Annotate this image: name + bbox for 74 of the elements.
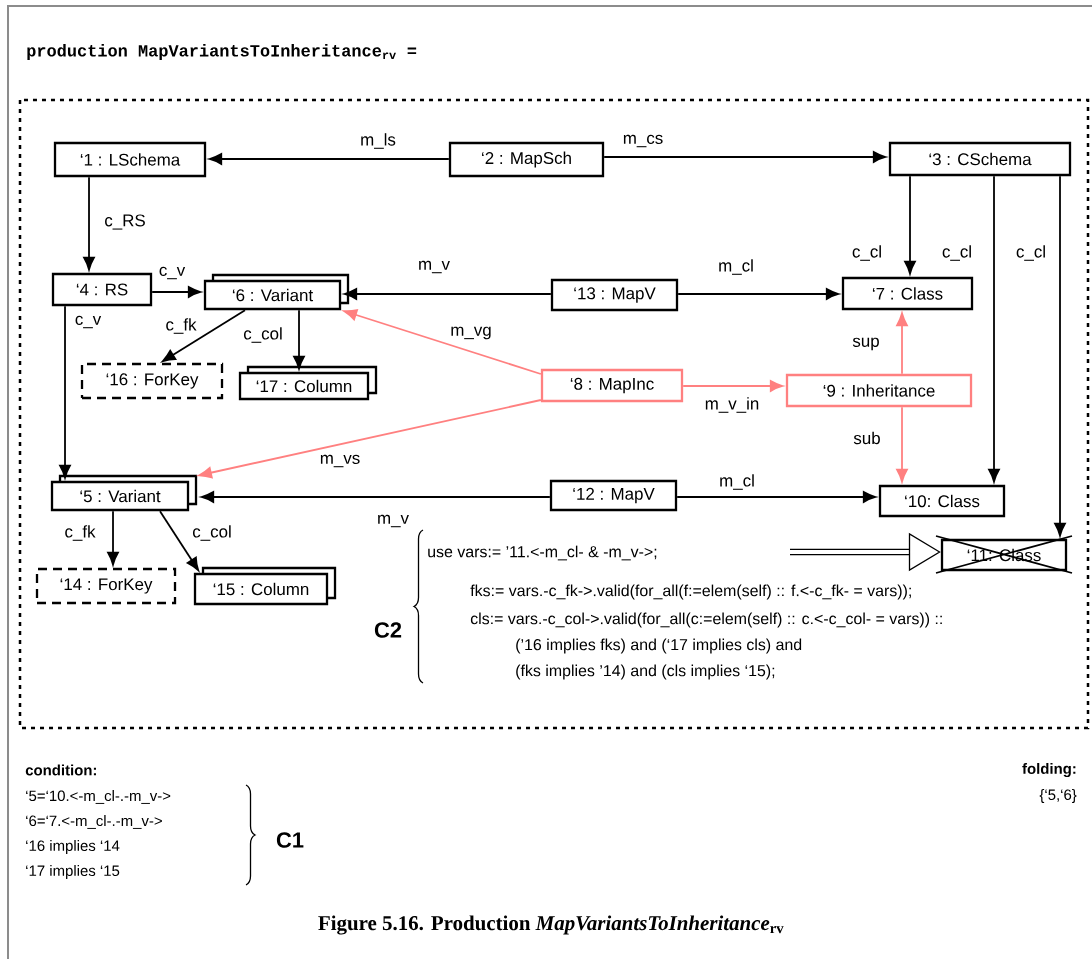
edge-label: m_vg [449, 325, 493, 341]
arrow [603, 151, 887, 163]
condition-line: ‘6=‘7.<-m_cl-.-m_v-> [26, 815, 162, 829]
arrow [151, 286, 202, 298]
arrow [896, 312, 908, 375]
arrow [159, 510, 200, 571]
edge-label: m_v [376, 513, 410, 529]
edge-label: m_vs [318, 453, 362, 469]
arrow [343, 288, 552, 300]
folding-set: {‘5,‘6} [1039, 789, 1077, 803]
object-box: ‘9 : Inheritance [785, 373, 973, 408]
heading: condition: [25, 764, 96, 776]
object-box: ‘7 : Class [841, 276, 974, 311]
production-heading: production MapVariantsToInheritance$_{rv}$ = [27, 44, 417, 60]
arrow [200, 491, 551, 503]
stacked-object-box: ‘15 : Column [193, 566, 337, 606]
arrow [904, 175, 916, 275]
condition-line: ‘16 implies ‘14 [26, 840, 120, 854]
arrow [293, 309, 305, 370]
arrow [682, 380, 784, 392]
object-box: ‘10: Class [878, 484, 1006, 518]
arrow [83, 176, 95, 271]
edge-label: m_ls [359, 132, 397, 150]
edge-label: c_cl [940, 244, 974, 262]
object-box: ‘12 : MapV [549, 479, 678, 512]
object-box: ‘8 : MapInc [540, 368, 684, 403]
dashed-object-box: ‘14 : ForKey [35, 567, 177, 605]
code-line: (’16 implies fks) and (‘17 implies cls) and [516, 638, 802, 654]
arrow [162, 309, 246, 362]
arrow [676, 491, 877, 503]
edge-label: sub [852, 430, 882, 446]
code-line: use vars:= ’11.<-m_cl- & -m_v->; [428, 545, 657, 561]
object-box: ‘13 : MapV [550, 278, 679, 312]
edge-label: c_col [191, 524, 233, 542]
edge-label: c_col [242, 326, 284, 344]
edge-label: m_cs [621, 133, 665, 149]
condition-line: ‘5=‘10.<-m_cl-.-m_v-> [26, 790, 171, 804]
object-box: ‘2 : MapSch [448, 141, 605, 178]
arrow [677, 288, 840, 300]
edge-label: c_fk [164, 317, 198, 335]
edge-label: m_cl [718, 473, 756, 491]
figure-caption: Figure 5.16. Production MapVariantsToInheritance$_{rv}$ [318, 915, 784, 935]
side-label: C2 [374, 622, 402, 638]
side-label: C1 [276, 832, 304, 848]
edge-label: c_cl [1014, 244, 1048, 262]
arrow [1054, 175, 1066, 537]
object-box: ‘1 : LSchema [53, 141, 207, 178]
arrow [896, 406, 908, 483]
dashed-object-box: ‘16 : ForKey [80, 362, 224, 400]
condition-line: ‘17 implies ‘15 [26, 865, 120, 879]
arrow [198, 399, 542, 479]
stacked-object-box: ‘5 : Variant [50, 474, 198, 512]
edge-label: c_v [73, 314, 103, 330]
object-box: ‘4 : RS [51, 272, 153, 307]
edge-label: c_v [157, 265, 187, 281]
arrow [208, 153, 450, 165]
stacked-object-box: ‘17 : Column [238, 365, 378, 401]
code-line: fks:= vars.-c_fk->.valid(for_all(f:=elem(self) :: f.<-c_fk- = vars)); [470, 584, 911, 600]
stacked-object-box: ‘6 : Variant [203, 273, 350, 311]
code-line: (fks implies ’14) and (cls implies ‘15); [516, 664, 775, 680]
arrow [343, 309, 542, 375]
edge-label: m_v [417, 259, 451, 275]
arrow [107, 510, 119, 566]
heading: folding: [1022, 763, 1076, 777]
edge-label: m_cl [717, 258, 755, 276]
edge-label: m_v_in [703, 396, 761, 414]
code-line: cls:= vars.-c_col->.valid(for_all(c:=elem(self) :: c.<-c_col- = vars)) :: [470, 612, 942, 628]
edge-label: c_cl [850, 244, 884, 262]
edge-label: sup [851, 336, 881, 352]
object-box: ‘3 : CSchema [888, 141, 1072, 177]
edge-label: c_fk [63, 524, 97, 542]
arrow [59, 305, 71, 479]
arrow [988, 175, 1000, 483]
edge-label: c_RS [103, 213, 147, 231]
